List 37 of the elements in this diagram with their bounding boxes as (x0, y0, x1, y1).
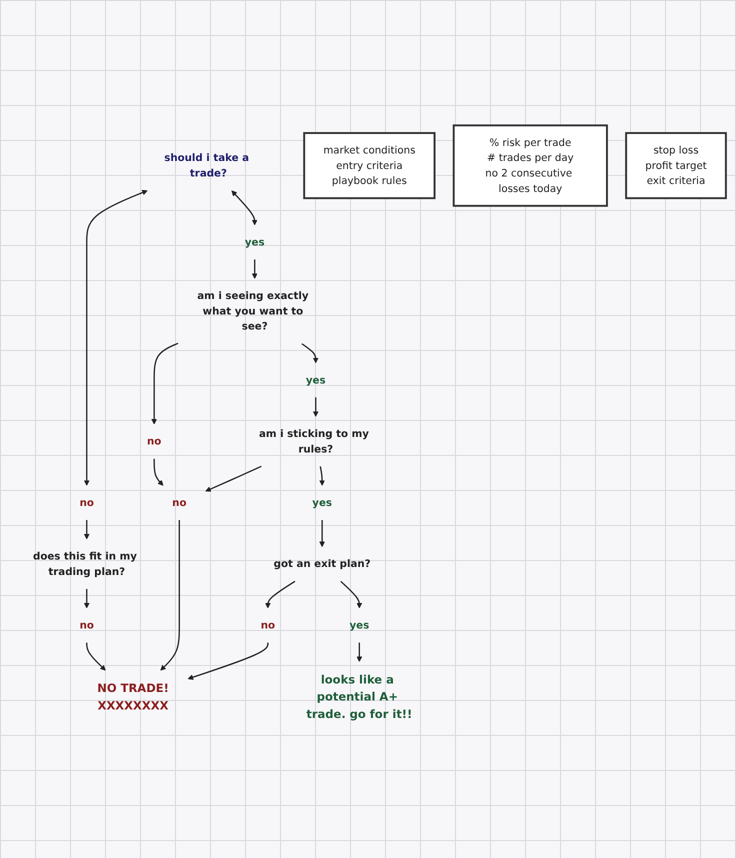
node-text: yes (244, 236, 265, 248)
arrow (84, 190, 148, 486)
arrow (160, 520, 180, 671)
node-text: no (80, 496, 94, 508)
arrow (84, 588, 90, 608)
node-text: should i take a trade? (164, 152, 249, 180)
node-text: am i seeing exactly what you want to see? (197, 289, 309, 332)
arrow (312, 397, 319, 417)
arrow (252, 259, 258, 279)
node-text: am i sticking to my rules? (259, 427, 369, 455)
node-box: % risk per trade # trades per day no 2 consecutive losses today (452, 124, 608, 207)
arrow (356, 642, 362, 662)
node-text: got an exit plan? (274, 558, 371, 570)
node-text: no (260, 618, 276, 632)
arrow (231, 190, 258, 226)
arrow (319, 520, 325, 548)
node-text: no (147, 435, 162, 448)
arrow (340, 580, 362, 608)
node-box: market conditions entry criteria playbook rules (303, 132, 436, 200)
node-text: yes (350, 618, 370, 632)
arrow (188, 642, 269, 680)
arrow (319, 466, 325, 486)
node-text: yes (306, 374, 326, 386)
arrow (154, 458, 164, 486)
arrow (84, 520, 90, 540)
node-text: does this fit in my trading plan? (33, 550, 137, 578)
node-text: NO TRADE! XXXXXXXX (97, 682, 169, 713)
node-box: stop loss profit target exit criteria (625, 132, 727, 200)
arrow (86, 642, 106, 671)
arrow (205, 466, 262, 492)
arrow (302, 343, 319, 364)
node-text: looks like a potential A+ trade. go for it!! (306, 673, 412, 722)
node-text: yes (312, 496, 332, 508)
arrow (265, 580, 296, 608)
arrow (151, 342, 178, 424)
node-text: no (80, 618, 94, 632)
node-text: no (172, 496, 186, 508)
